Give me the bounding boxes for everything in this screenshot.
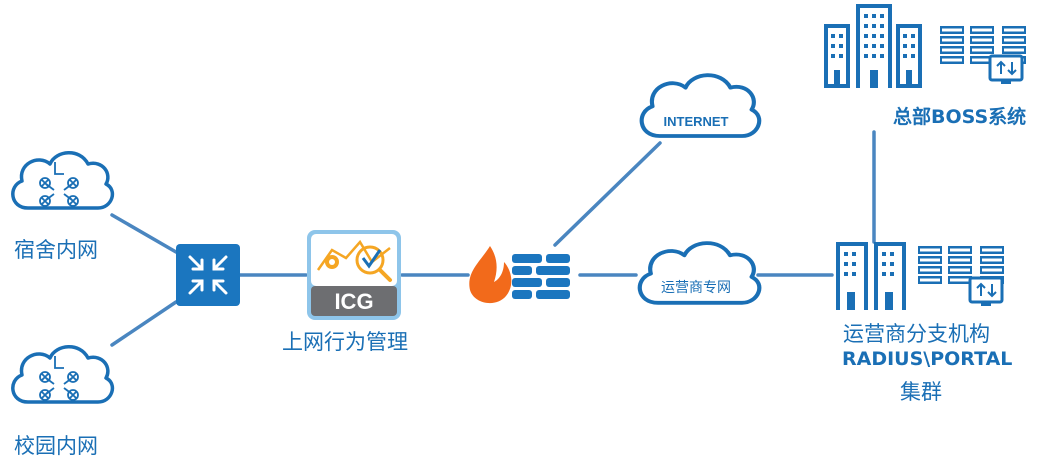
internet-label: INTERNET <box>664 114 729 129</box>
link-firewall-internet <box>553 141 662 247</box>
campus-network-label: 校园内网 <box>14 434 98 458</box>
branch-server-icon <box>918 246 1004 306</box>
branch-label-line3: 集群 <box>900 380 942 404</box>
icg-badge-text: ICG <box>334 289 373 314</box>
firewall-icon <box>469 246 570 304</box>
connection-lines <box>110 130 876 347</box>
branch-label-line1: 运营商分支机构 <box>843 322 990 346</box>
hq-building-icon <box>824 4 922 88</box>
link-campus-switch <box>110 300 178 347</box>
link-dorm-switch <box>110 213 178 254</box>
branch-building-icon <box>836 242 906 310</box>
hq-boss-label: 总部BOSS系统 <box>893 106 1027 128</box>
dorm-network-label: 宿舍内网 <box>14 238 98 262</box>
dorm-network-cloud-icon <box>11 150 115 210</box>
icg-device-icon <box>307 230 401 320</box>
branch-label-line2: RADIUS\PORTAL <box>842 348 1013 370</box>
switch-icon <box>176 244 240 306</box>
carrier-network-label: 运营商专网 <box>661 280 731 296</box>
campus-network-cloud-icon <box>11 344 115 404</box>
hq-server-icon <box>940 26 1026 84</box>
icg-label: 上网行为管理 <box>282 330 408 354</box>
